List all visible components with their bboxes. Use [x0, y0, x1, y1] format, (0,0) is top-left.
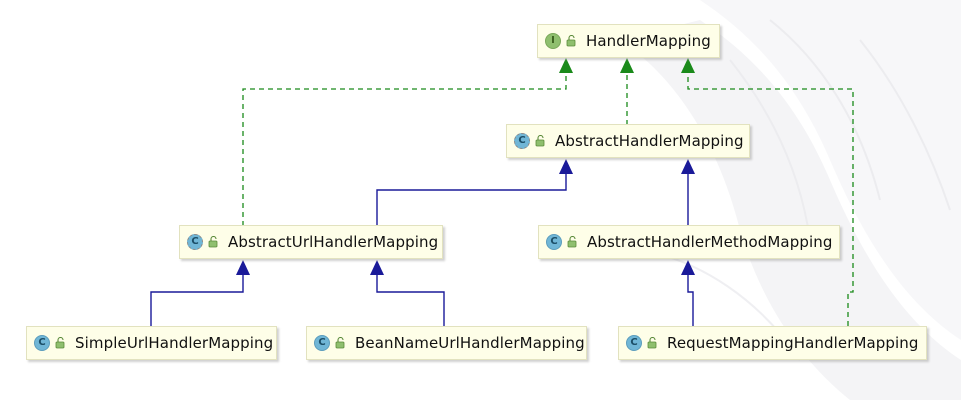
- edge-bean-name-url-handler-mapping-extends-abstract-url-handler-mapping: [370, 260, 445, 326]
- node-abstract-handler-method-mapping[interactable]: C AbstractHandlerMethodMapping: [538, 225, 840, 259]
- edge-abstract-handler-mapping-implements-handler-mapping: [620, 58, 634, 125]
- node-abstract-handler-mapping[interactable]: C AbstractHandlerMapping: [506, 124, 750, 158]
- edge-abstract-url-handler-mapping-implements-handler-mapping: [242, 58, 573, 226]
- node-abstract-url-handler-mapping[interactable]: C AbstractUrlHandlerMapping: [179, 225, 443, 259]
- unlocked-visibility-icon: [55, 337, 65, 349]
- node-handler-mapping[interactable]: I HandlerMapping: [537, 24, 720, 58]
- class-icon: C: [626, 335, 642, 351]
- edge-request-mapping-handler-mapping-extends-abstract-handler-method-mapping: [681, 260, 695, 326]
- node-request-mapping-handler-mapping[interactable]: C RequestMappingHandlerMapping: [618, 326, 927, 360]
- node-label: AbstractUrlHandlerMapping: [228, 233, 439, 251]
- node-bean-name-url-handler-mapping[interactable]: C BeanNameUrlHandlerMapping: [306, 326, 587, 360]
- node-label: BeanNameUrlHandlerMapping: [355, 334, 585, 352]
- interface-icon: I: [545, 33, 561, 49]
- node-label: RequestMappingHandlerMapping: [667, 334, 919, 352]
- edge-abstract-handler-method-mapping-extends-abstract-handler-mapping: [681, 159, 695, 226]
- edge-simple-url-handler-mapping-extends-abstract-url-handler-mapping: [150, 260, 250, 326]
- edge-abstract-url-handler-mapping-extends-abstract-handler-mapping: [376, 159, 573, 226]
- node-label: AbstractHandlerMapping: [555, 132, 744, 150]
- unlocked-visibility-icon: [647, 337, 657, 349]
- node-simple-url-handler-mapping[interactable]: C SimpleUrlHandlerMapping: [26, 326, 277, 360]
- node-label: SimpleUrlHandlerMapping: [75, 334, 274, 352]
- unlocked-visibility-icon: [335, 337, 345, 349]
- class-icon: C: [34, 335, 50, 351]
- node-label: AbstractHandlerMethodMapping: [587, 233, 833, 251]
- unlocked-visibility-icon: [567, 236, 577, 248]
- abstract-class-icon: C: [514, 133, 530, 149]
- unlocked-visibility-icon: [535, 135, 545, 147]
- edge-request-mapping-handler-mapping-implements-handler-mapping: [681, 58, 854, 326]
- unlocked-visibility-icon: [208, 236, 218, 248]
- abstract-class-icon: C: [187, 234, 203, 250]
- class-icon: C: [546, 234, 562, 250]
- node-label: HandlerMapping: [586, 32, 711, 50]
- class-icon: C: [314, 335, 330, 351]
- unlocked-visibility-icon: [566, 35, 576, 47]
